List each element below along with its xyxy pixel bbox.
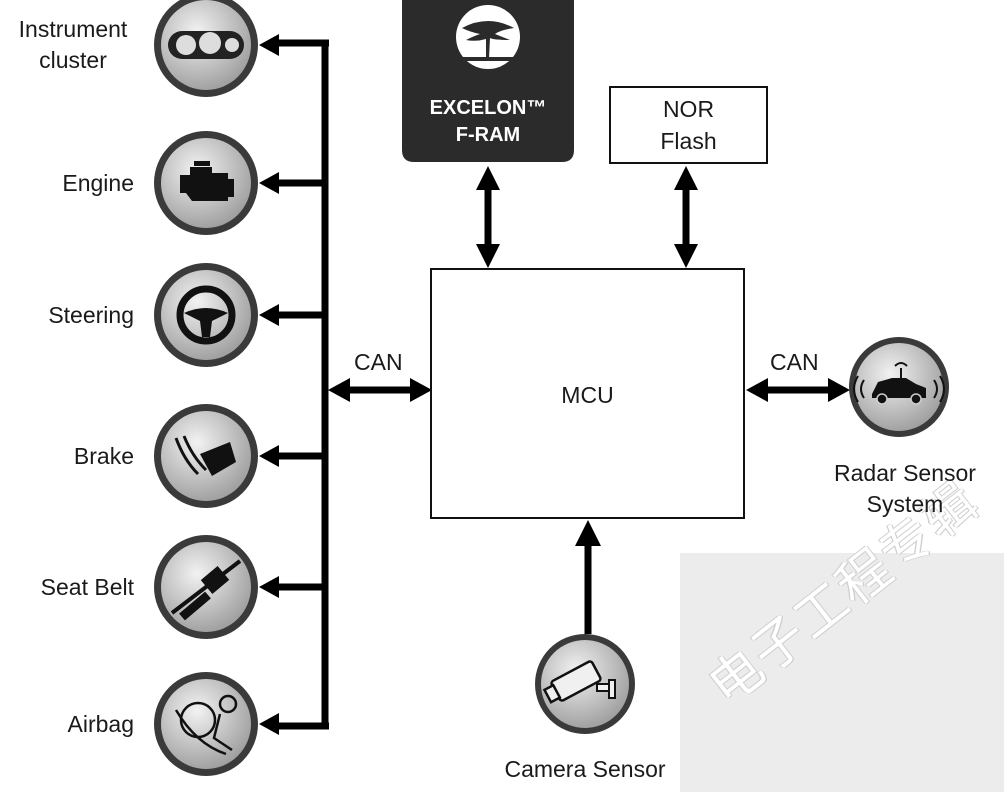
branch-arrowhead [259, 172, 279, 194]
ecu-label: Seat Belt [40, 573, 134, 600]
seat-belt-icon [154, 535, 258, 639]
radar-sensor-label-line2: System [866, 491, 944, 517]
watermark-panel [680, 553, 1004, 792]
branch-arrowhead [259, 445, 279, 467]
ecu-label: Engine [62, 169, 134, 196]
fram-chip-body [402, 0, 574, 162]
mcu-label: MCU [561, 382, 614, 408]
tree-logo-icon [456, 5, 520, 69]
camera-sensor-label: Camera Sensor [504, 756, 666, 782]
fram-label-line1: EXCELON™ [430, 97, 547, 119]
ecu-label: Brake [73, 442, 134, 469]
nor-flash-label-line2: Flash [660, 128, 717, 154]
nor-flash-label-line1: NOR [662, 96, 715, 122]
brake-pedal-icon [154, 404, 258, 508]
can-left-label: CAN [354, 349, 403, 375]
branch-arrowhead [259, 34, 279, 56]
ecu-label: Steering [48, 301, 134, 328]
gauge-cluster-icon [154, 0, 258, 97]
steering-wheel-icon [154, 263, 258, 367]
engine-icon [154, 131, 258, 235]
branch-arrowhead [259, 713, 279, 735]
fram-label-line2: F-RAM [456, 124, 520, 146]
mcu-box: MCU [430, 268, 745, 519]
nor-flash-box: NOR Flash [609, 86, 768, 164]
airbag-icon [154, 672, 258, 776]
branch-arrowhead [259, 304, 279, 326]
ecu-branch-arrows [259, 34, 325, 735]
can-right-label: CAN [770, 349, 819, 375]
ecu-label: Airbag [67, 710, 134, 737]
branch-arrowhead [259, 576, 279, 598]
security-camera-icon [535, 634, 635, 734]
fram-chip [400, 0, 577, 164]
radar-sensor-label-line1: Radar Sensor [834, 460, 976, 486]
ecu-label: Instrument cluster [18, 16, 128, 73]
radar-car-icon [849, 337, 949, 437]
